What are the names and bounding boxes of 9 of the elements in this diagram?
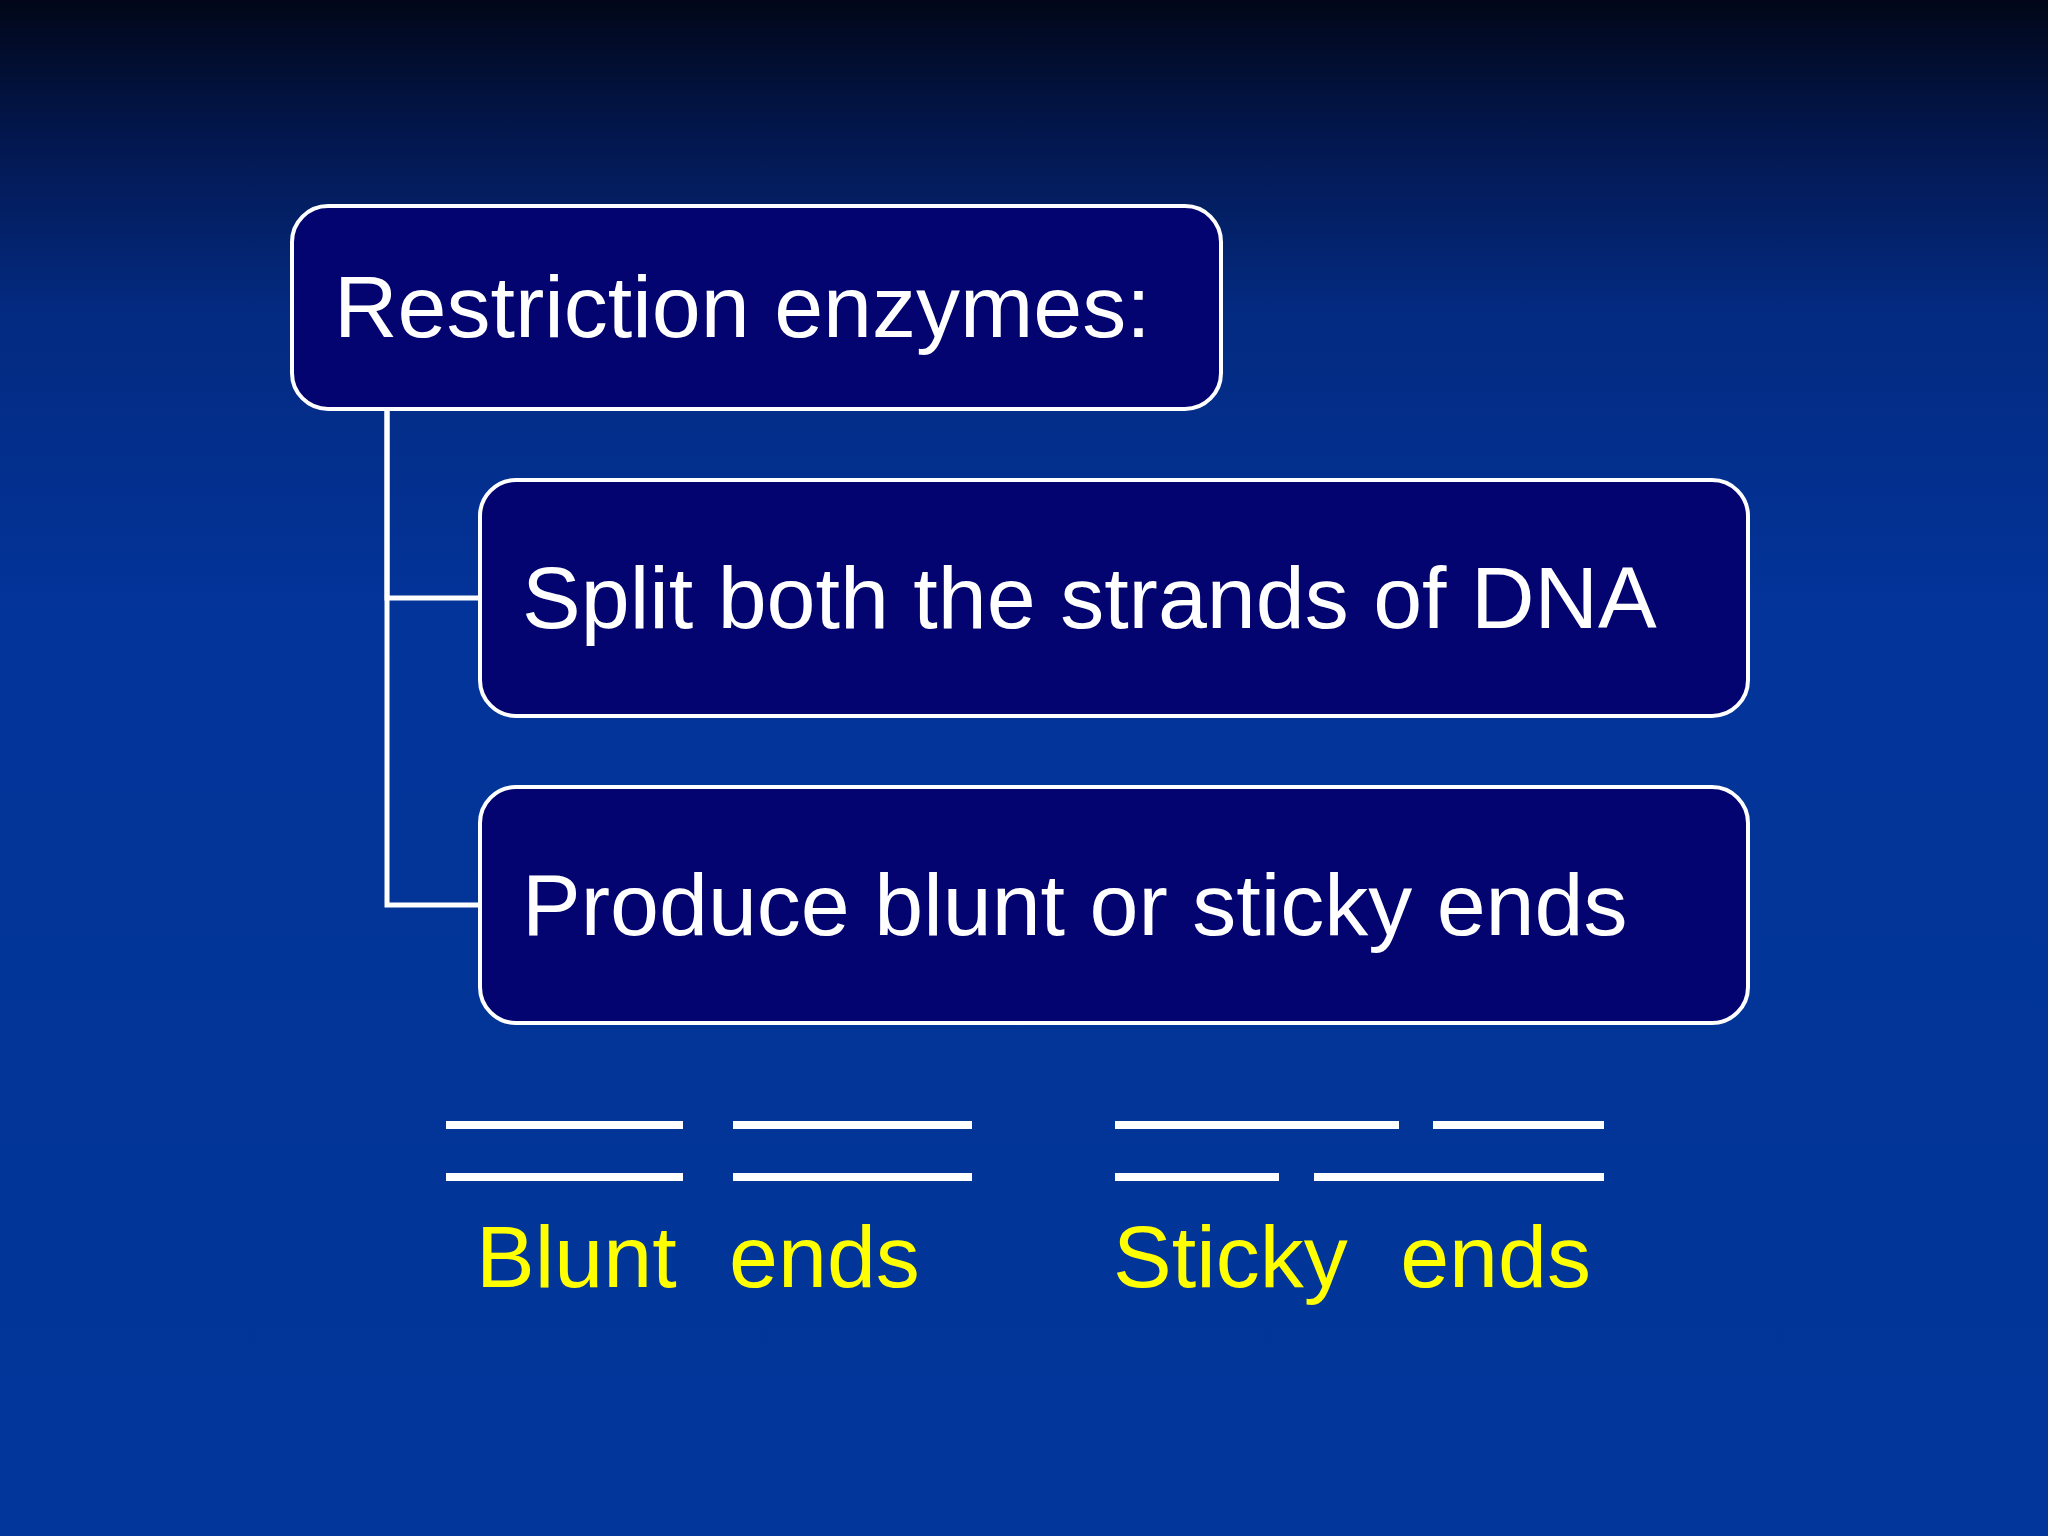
point-text: Produce blunt or sticky ends: [522, 856, 1628, 954]
sticky-ends-caption: Sticky ends: [1113, 1209, 1591, 1306]
connector-line: [384, 411, 478, 908]
blunt-ends-caption: Blunt ends: [476, 1209, 920, 1306]
point-text: Split both the strands of DNA: [522, 549, 1657, 647]
point-box: [478, 478, 1750, 718]
point-box: [478, 785, 1750, 1025]
heading-box: [290, 204, 1223, 411]
heading-text: Restriction enzymes:: [334, 259, 1151, 356]
